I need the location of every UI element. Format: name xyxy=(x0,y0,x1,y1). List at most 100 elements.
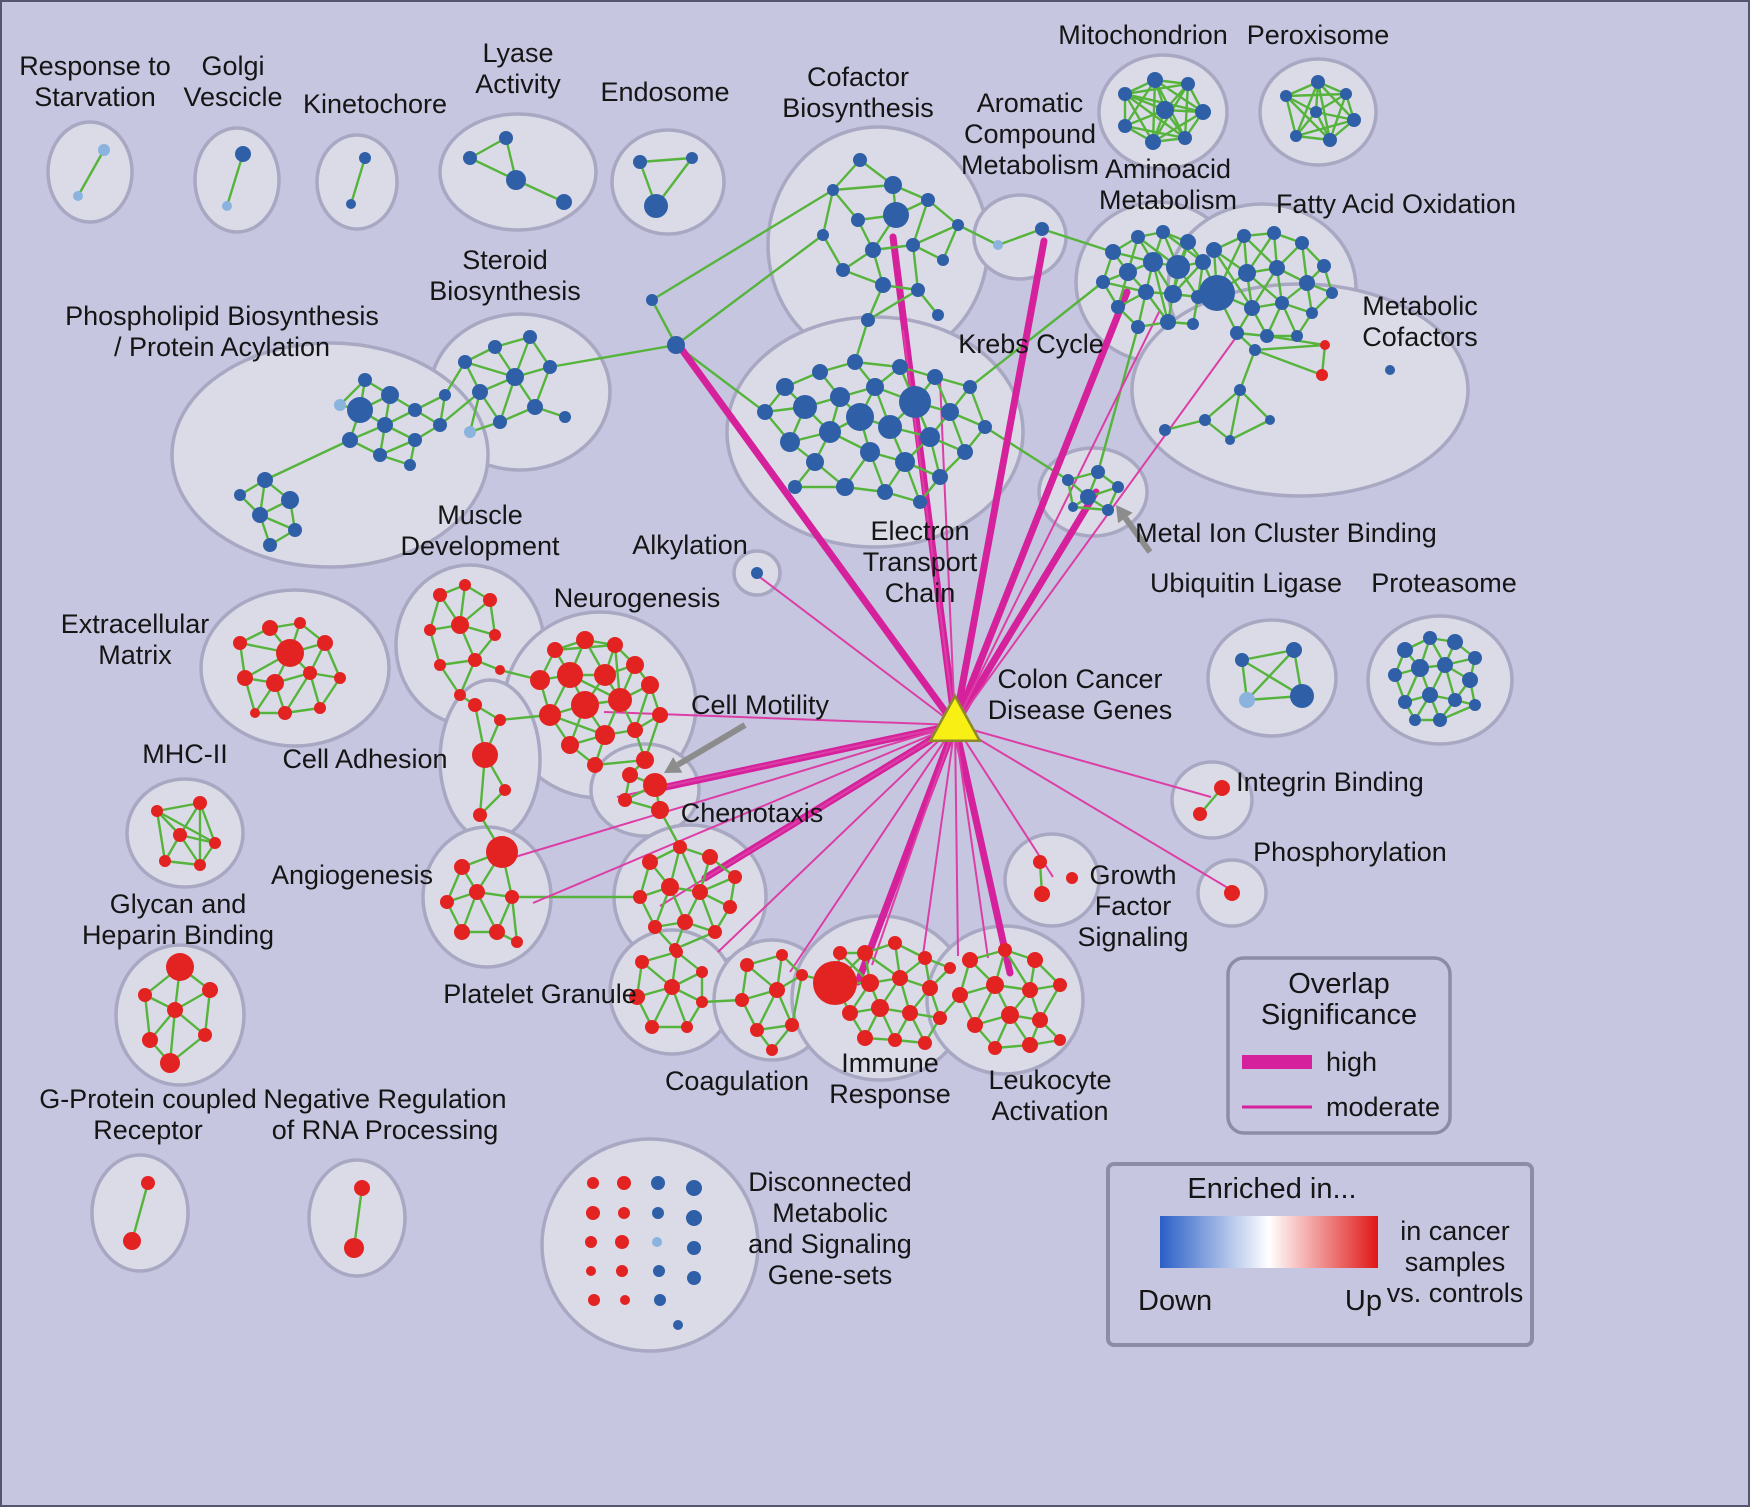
gene-set-node-electron-transport-chain xyxy=(913,495,927,509)
gene-set-node-electron-transport-chain xyxy=(895,452,915,472)
gene-set-node-immune-response xyxy=(944,962,956,974)
gene-set-node-glycan-heparin-binding xyxy=(142,1032,158,1048)
gene-set-node-integrin-binding xyxy=(1193,807,1207,821)
gene-set-edge xyxy=(1123,93,1155,143)
gene-set-node-aminoacid-metabolism xyxy=(1164,285,1182,303)
gene-set-node-phospholipid-biosynthesis xyxy=(408,433,422,447)
gene-set-node-extracellular-matrix xyxy=(278,706,292,720)
gene-set-node-mitochondrion xyxy=(1195,104,1211,120)
gene-set-node-electron-transport-chain xyxy=(793,395,817,419)
gene-set-node-phospholipid-biosynthesis xyxy=(288,523,302,537)
gene-set-node-steroid-biosynthesis xyxy=(559,411,571,423)
gene-set-node-electron-transport-chain xyxy=(830,387,850,407)
gene-set-node-electron-transport-chain xyxy=(847,354,863,370)
gene-set-node-mitochondrion xyxy=(1118,119,1132,133)
gene-set-edge xyxy=(911,199,930,246)
gene-set-edge xyxy=(76,149,106,197)
gene-set-node-disconnected-gene-sets xyxy=(652,1207,664,1219)
gene-set-node-muscle-development xyxy=(433,588,447,602)
gene-set-node-leukocyte-activation xyxy=(1053,978,1067,992)
gene-set-node-peroxisome xyxy=(1290,130,1302,142)
gene-set-node-growth-factor-signaling xyxy=(1066,872,1078,884)
gene-set-edge xyxy=(349,157,367,205)
gene-set-node-phospholipid-biosynthesis xyxy=(373,448,387,462)
gene-set-node-mitochondrion xyxy=(1181,77,1195,91)
gene-set-edge xyxy=(1124,82,1189,96)
gene-set-edge xyxy=(1238,349,1257,391)
gene-set-edge xyxy=(639,156,693,164)
gene-set-node-extracellular-matrix xyxy=(266,674,284,692)
gene-set-node-endosome xyxy=(633,155,647,169)
gene-set-edge xyxy=(156,801,201,813)
gene-set-node-fatty-acid-oxidation xyxy=(1244,300,1260,316)
gene-set-node-neurogenesis xyxy=(641,676,659,694)
gene-set-node-neurogenesis xyxy=(607,637,623,653)
gene-set-node-neurogenesis xyxy=(636,751,654,769)
gene-set-edge xyxy=(1239,389,1271,421)
gene-set-node-extracellular-matrix xyxy=(276,639,304,667)
gene-set-node-muscle-development xyxy=(434,659,446,671)
gene-set-node-proteasome xyxy=(1388,668,1402,682)
gene-set-node-disconnected-gene-sets xyxy=(651,1176,665,1190)
gene-set-node-cofactor-biosynthesis xyxy=(851,213,865,227)
gene-set-node-immune-response xyxy=(833,946,847,960)
gene-set-node-leukocyte-activation xyxy=(1032,1012,1048,1028)
pointer-arrow xyxy=(676,722,747,768)
gene-set-node-aminoacid-metabolism xyxy=(1195,254,1211,270)
gene-set-node-metal-ion-cluster-binding xyxy=(1062,474,1074,486)
gene-set-node-response-to-starvation xyxy=(98,144,110,156)
gene-set-node-cell-adhesion xyxy=(473,808,487,822)
gene-set-node-electron-transport-chain xyxy=(899,386,931,418)
gene-set-node-metabolic-cofactors xyxy=(1316,369,1328,381)
gene-set-node-angiogenesis xyxy=(511,936,523,948)
gene-set-node-disconnected-gene-sets xyxy=(653,1265,665,1277)
gene-set-node-steroid-biosynthesis xyxy=(543,360,557,374)
gene-set-node-ubiquitin-ligase xyxy=(1235,653,1249,667)
gene-set-node-glycan-heparin-binding xyxy=(202,982,218,998)
gene-set-node-proteasome xyxy=(1411,659,1429,677)
gene-set-node-proteasome xyxy=(1447,634,1463,650)
overlap-edge-moderate xyxy=(954,724,1234,892)
gene-set-edge xyxy=(867,288,919,322)
gene-set-node-electron-transport-chain xyxy=(819,421,841,443)
gene-set-edge xyxy=(352,1187,364,1249)
gene-set-node-cofactor-biosynthesis xyxy=(836,263,850,277)
gene-set-node-electron-transport-chain xyxy=(757,404,773,420)
gene-set-node-cofactor-biosynthesis xyxy=(906,238,920,252)
gene-set-node-electron-transport-chain xyxy=(878,415,902,439)
gene-set-node-platelet-granule xyxy=(696,996,708,1008)
gene-set-node-angiogenesis xyxy=(505,890,519,904)
cluster-label-phospholipid-biosynthesis: Phospholipid Biosynthesis/ Protein Acyla… xyxy=(65,301,379,362)
gene-set-node-coagulation xyxy=(766,1044,778,1056)
cluster-label-endosome: Endosome xyxy=(600,77,729,107)
gene-set-node-angiogenesis xyxy=(489,924,505,940)
gene-set-node-electron-transport-chain xyxy=(860,442,880,462)
cluster-ellipse-endosome xyxy=(610,128,726,236)
gene-set-node-extracellular-matrix xyxy=(233,636,247,650)
gene-set-node-muscle-development xyxy=(468,653,482,667)
gene-set-node-proteasome xyxy=(1398,695,1412,709)
gene-set-edge xyxy=(510,896,519,943)
gene-set-edge xyxy=(1254,343,1326,352)
cluster-label-neurogenesis: Neurogenesis xyxy=(554,583,721,613)
gene-set-node-electron-transport-chain xyxy=(836,478,854,496)
gene-set-node-fatty-acid-oxidation xyxy=(1317,259,1331,273)
gene-set-node-aminoacid-metabolism xyxy=(1111,300,1125,314)
gene-set-node-cell-motility xyxy=(618,793,632,807)
gene-set-node-metal-ion-cluster-binding xyxy=(1068,502,1078,512)
gene-set-node-immune-response xyxy=(888,936,902,950)
gene-set-node-metal-ion-cluster-binding xyxy=(1102,504,1114,516)
gene-set-node-leukocyte-activation xyxy=(967,1017,983,1033)
gene-set-node-mhc-ii xyxy=(193,796,207,810)
gene-set-node-cofactor-biosynthesis xyxy=(853,153,867,167)
gene-set-node-aminoacid-metabolism xyxy=(1156,225,1170,239)
gene-set-node-aromatic-compound-metabolism xyxy=(1035,222,1049,236)
gene-set-node-immune-response xyxy=(842,1005,858,1021)
gene-set-node-muscle-development xyxy=(489,629,501,641)
